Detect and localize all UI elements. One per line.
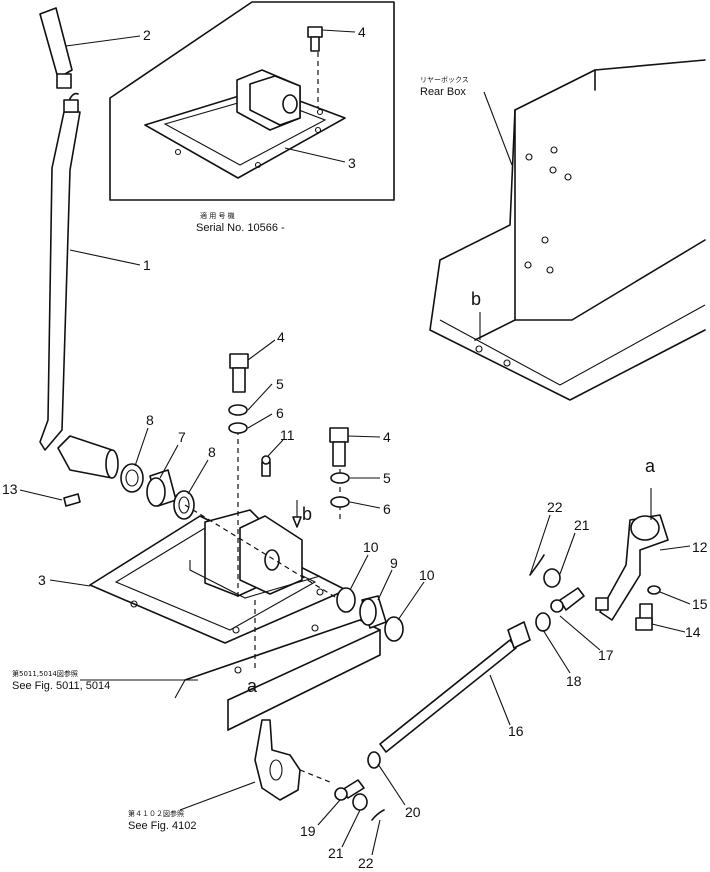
bolt-4-right [329,427,349,467]
marker-a-right: a [645,456,656,476]
callout-4-inset: 4 [358,24,366,40]
callout-21-bottom: 21 [328,845,344,861]
inset-bolt-4 [307,26,323,108]
callout-8-left: 8 [146,412,154,428]
seal-8-right [173,490,195,520]
leader-lines [19,29,691,856]
lower-bracket [254,719,301,801]
callout-8-right: 8 [208,444,216,460]
callout-20: 20 [405,804,421,820]
marker-b-main: b [302,504,312,524]
see-fig-4102: See Fig. 4102 [128,820,197,832]
shaft-centerline [184,504,341,601]
callout-17: 17 [598,647,614,663]
cotter-22-bottom [371,809,385,821]
pin-13 [63,493,81,507]
callout-5-right: 5 [383,470,391,486]
lower-centerline [299,769,331,783]
callout-22-bottom: 22 [358,855,374,871]
callout-16: 16 [508,723,524,739]
bushing-7 [146,469,177,507]
grease-fitting-11 [261,455,271,477]
callout-11: 11 [280,427,295,443]
frame [174,619,381,731]
b-arrow-head [292,516,302,528]
washer-6-center [228,422,248,434]
serial-note-jp: 適 用 号 機 [200,211,235,220]
nut-18 [535,612,551,632]
callout-10-right: 10 [419,567,435,583]
bushing-9 [359,595,387,629]
bolt-14 [635,603,653,631]
nut-20 [367,751,381,769]
washer-15 [647,585,661,595]
see-fig-5011: See Fig. 5011, 5014 [12,680,110,692]
callout-5-center: 5 [276,376,284,392]
serial-note: Serial No. 10566 - [196,222,285,234]
see-fig-4102-jp: 第４１０２図参照 [128,809,184,818]
callout-18: 18 [566,673,582,689]
inset-frame [109,1,395,201]
washer-6-right [330,496,350,508]
callout-19: 19 [300,823,316,839]
callout-7: 7 [178,429,186,445]
callout-3-inset: 3 [348,155,356,171]
callout-6-center: 6 [276,405,284,421]
callout-3-main: 3 [38,572,46,588]
grip-2 [39,7,73,89]
arm-12 [595,514,669,621]
washer-5-right [330,472,350,484]
rod-16 [379,621,531,753]
marker-a-main: a [247,676,258,696]
rear-box-label-jp: リヤーボックス [420,76,469,84]
washer-5-center [228,404,248,416]
joint-17 [550,587,585,613]
seal-8-left [120,463,144,493]
rear-box [429,59,706,401]
lever-1 [39,92,119,479]
nut-21-bottom [352,793,368,811]
cotter-22-top [529,554,545,576]
bolt-4-center [229,353,249,393]
callout-14: 14 [685,624,701,640]
bracket-3 [89,509,347,644]
callout-9: 9 [390,555,398,571]
callout-12: 12 [692,539,708,555]
callout-4-right: 4 [383,429,391,445]
callout-labels: 2 1 4 3 3 4 5 6 4 5 6 11 8 7 8 13 10 9 1… [2,24,708,871]
callout-1: 1 [143,257,151,273]
nut-21-top [543,568,561,588]
seal-10-right [384,616,404,642]
inset-bracket-3 [144,69,346,179]
callout-10-left: 10 [363,539,379,555]
seal-10-left [336,587,356,613]
see-fig-5011-jp: 第5011,5014図参照 [12,669,78,678]
callout-15: 15 [692,596,708,612]
callout-6-right: 6 [383,501,391,517]
rear-box-label: Rear Box [420,86,466,98]
callout-21-top: 21 [574,517,590,533]
callout-4-center: 4 [277,329,285,345]
callout-13: 13 [2,481,18,497]
marker-b-rear: b [471,289,481,309]
callout-2: 2 [143,27,151,43]
joint-19 [334,779,365,801]
callout-22-top: 22 [547,499,563,515]
